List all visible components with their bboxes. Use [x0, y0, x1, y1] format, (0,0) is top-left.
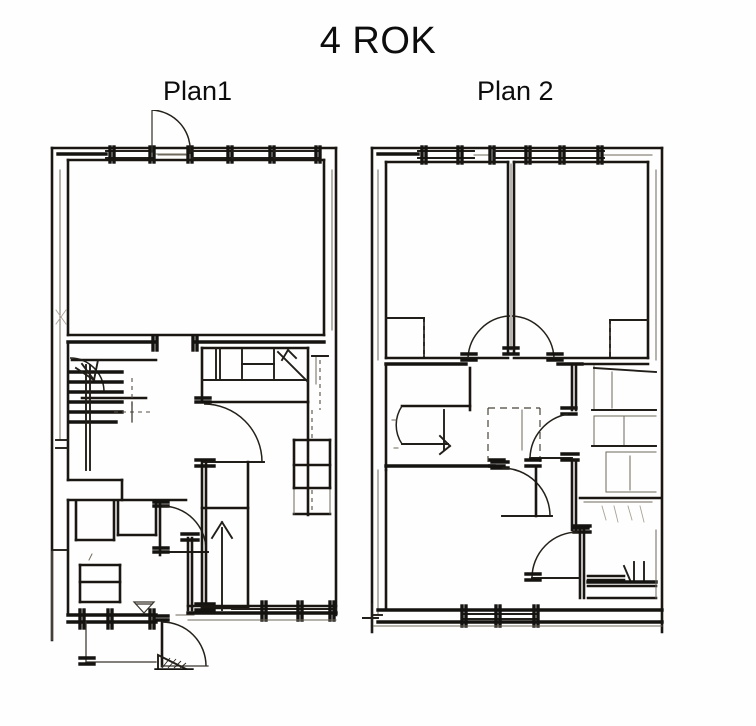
plan1-island-counter — [194, 458, 250, 612]
page-title: 4 ROK — [319, 20, 437, 62]
plan2-central-partition — [502, 160, 520, 356]
plan1-entry-door — [151, 110, 191, 155]
plan1-bathroom-fixtures — [74, 500, 158, 614]
plan1-left-wall-tick2 — [55, 309, 67, 325]
plan2-label: Plan 2 — [477, 76, 554, 106]
plan2-room3-door — [524, 526, 590, 582]
plan1-right-closets — [292, 410, 332, 516]
plan1-bottom-wall-windows — [186, 600, 338, 622]
plan2-floorplan-drawing — [362, 145, 664, 634]
plan1-stair-up-arrow — [210, 520, 234, 611]
plan1-label: Plan1 — [163, 76, 233, 106]
plan1-kitchen-counters — [200, 346, 329, 517]
plan2-hall-doors — [529, 364, 580, 532]
plan2-right-closets — [591, 365, 658, 493]
plan1-top-wall-windows — [56, 145, 322, 164]
plan1-floorplan-drawing — [50, 110, 338, 670]
plan1-lower-door-and-stair-marker — [152, 614, 209, 670]
plan1-kitchen-door — [194, 396, 265, 463]
plan2-top-wall-windows — [376, 145, 653, 165]
plan2-lower-right-closet — [572, 496, 662, 600]
plan1-staircase — [66, 340, 158, 482]
plan2-lower-hall-door — [490, 458, 553, 518]
plan2-hall-opening — [487, 407, 541, 462]
plan2-bottom-wall-windows — [362, 603, 664, 633]
plan2-bedroom-door-arcs — [460, 315, 564, 362]
plan1-bathroom-door — [152, 500, 209, 557]
plan2-stair-arrow — [391, 404, 472, 456]
plan2-bedroom-closets — [385, 317, 649, 357]
